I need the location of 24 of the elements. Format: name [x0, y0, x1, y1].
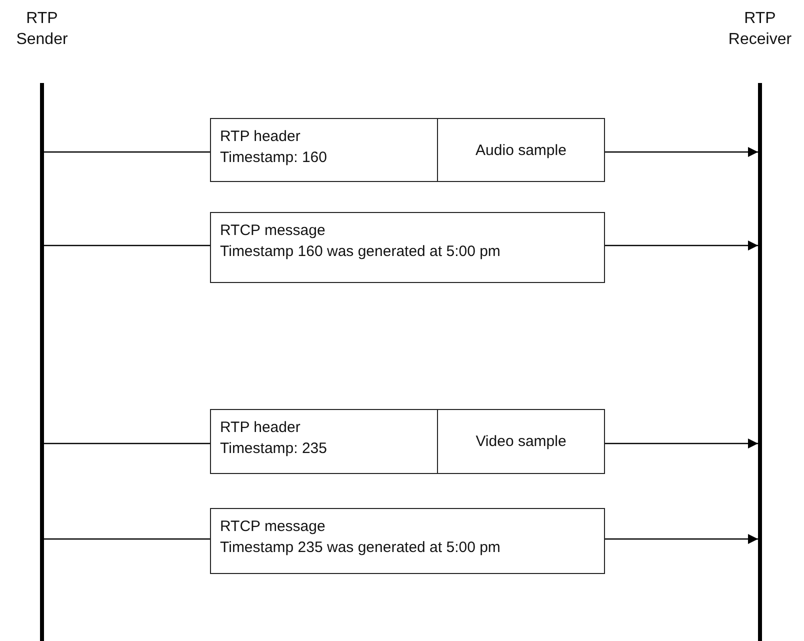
connector-line	[44, 442, 210, 444]
packet-heading: RTP header	[220, 418, 300, 437]
arrow	[605, 534, 758, 544]
packet-box	[210, 118, 605, 182]
payload-label: Video sample	[476, 432, 566, 451]
arrow	[605, 438, 758, 448]
arrow	[605, 240, 758, 250]
packet-text: Timestamp: 235	[220, 439, 327, 458]
packet-box	[210, 508, 605, 574]
packet-text: Timestamp: 160	[220, 148, 327, 167]
lifeline-heading: RTP Sender	[15, 9, 69, 50]
connector-line	[44, 244, 210, 246]
packet-heading: RTCP message	[220, 517, 326, 536]
connector-line	[44, 538, 210, 540]
connector-line	[44, 151, 210, 153]
packet-text: Timestamp 235 was generated at 5:00 pm	[220, 538, 500, 557]
packet-text: Timestamp 160 was generated at 5:00 pm	[220, 242, 500, 261]
lifeline-heading: RTP Receiver	[727, 9, 793, 50]
arrow	[605, 147, 758, 157]
packet-heading: RTP header	[220, 127, 300, 146]
packet-heading: RTCP message	[220, 221, 326, 240]
packet-box	[210, 212, 605, 283]
payload-label: Audio sample	[476, 140, 566, 160]
packet-box	[210, 409, 605, 474]
